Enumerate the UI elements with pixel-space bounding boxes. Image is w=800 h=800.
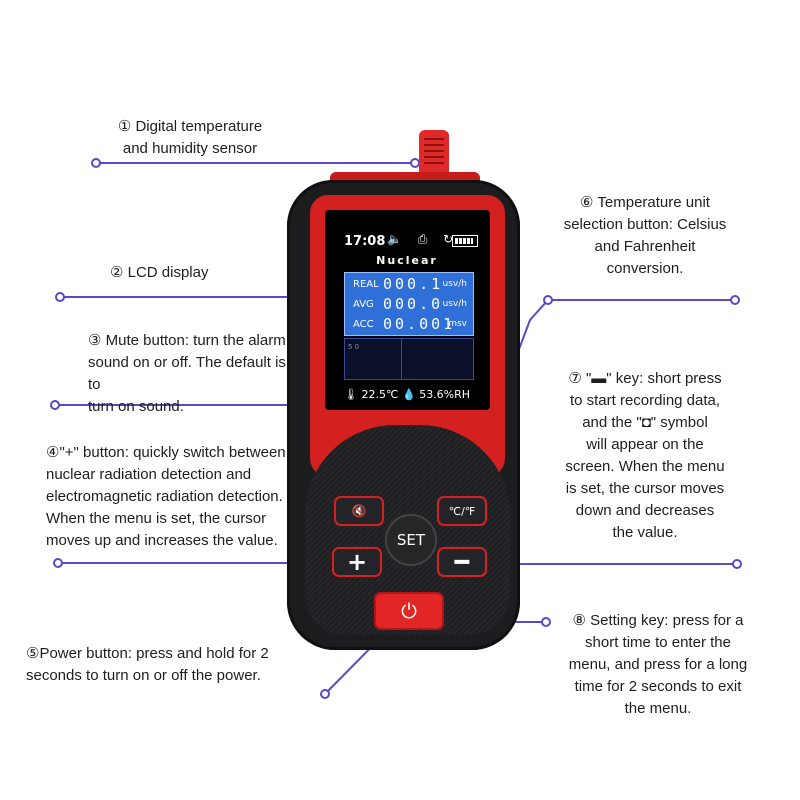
reading-row: REAL 000.1 usv/h <box>349 275 473 293</box>
temperature-readout: 🌡 22.5℃ <box>344 388 399 401</box>
reading-row: AVG 000.0 usv/h <box>349 295 473 313</box>
lcd-content: 17:08 🔈 ⎙ ↻ Nuclear REAL 000.1 usv/h AVG… <box>332 222 482 412</box>
reading-key: ACC <box>353 319 374 330</box>
label-minus: ⑦ "▬" key: short press to start recordin… <box>565 370 725 541</box>
reading-value: 000.1 <box>383 275 444 293</box>
battery-icon <box>452 235 478 247</box>
label-power: ⑤Power button: press and hold for 2 seco… <box>26 645 269 684</box>
clock-readout: 17:08 <box>344 234 386 249</box>
label-lcd: ② LCD display <box>110 264 209 281</box>
label-plus: ④"+" button: quickly switch between nucl… <box>46 444 286 549</box>
reading-value: 000.0 <box>383 295 444 313</box>
reading-row: ACC 00.001 msv <box>349 315 473 333</box>
label-sensor: ① Digital temperature and humidity senso… <box>117 118 263 157</box>
mode-title: Nuclear <box>376 254 438 267</box>
minus-button[interactable]: ━ <box>437 547 487 577</box>
reading-unit: usv/h <box>442 279 467 289</box>
humidity-readout: 💧 53.6%RH <box>402 388 471 401</box>
set-button[interactable]: SET <box>385 514 437 566</box>
label-set: ⑧ Setting key: press for a short time to… <box>568 612 748 717</box>
label-unit: ⑥ Temperature unit selection button: Cel… <box>563 194 727 277</box>
reading-key: REAL <box>353 279 379 290</box>
plus-button[interactable]: + <box>332 547 382 577</box>
history-graph: 5 0 <box>344 338 474 380</box>
status-icons: 🔈 ⎙ ↻ <box>387 232 460 246</box>
temperature-unit-button[interactable]: ℃/℉ <box>437 496 487 526</box>
graph-axis-labels: 5 0 <box>348 343 360 351</box>
reading-unit: msv <box>448 319 467 329</box>
reading-key: AVG <box>353 299 374 310</box>
temperature-humidity-sensor <box>419 130 449 178</box>
reading-unit: usv/h <box>442 299 467 309</box>
label-mute: ③ Mute button: turn the alarm sound on o… <box>88 332 286 415</box>
mute-button[interactable]: 🔇 <box>334 496 384 526</box>
reading-value: 00.001 <box>383 315 456 333</box>
readings-panel: REAL 000.1 usv/h AVG 000.0 usv/h ACC 00.… <box>344 272 474 336</box>
power-button[interactable]: ⏻ <box>374 592 444 630</box>
